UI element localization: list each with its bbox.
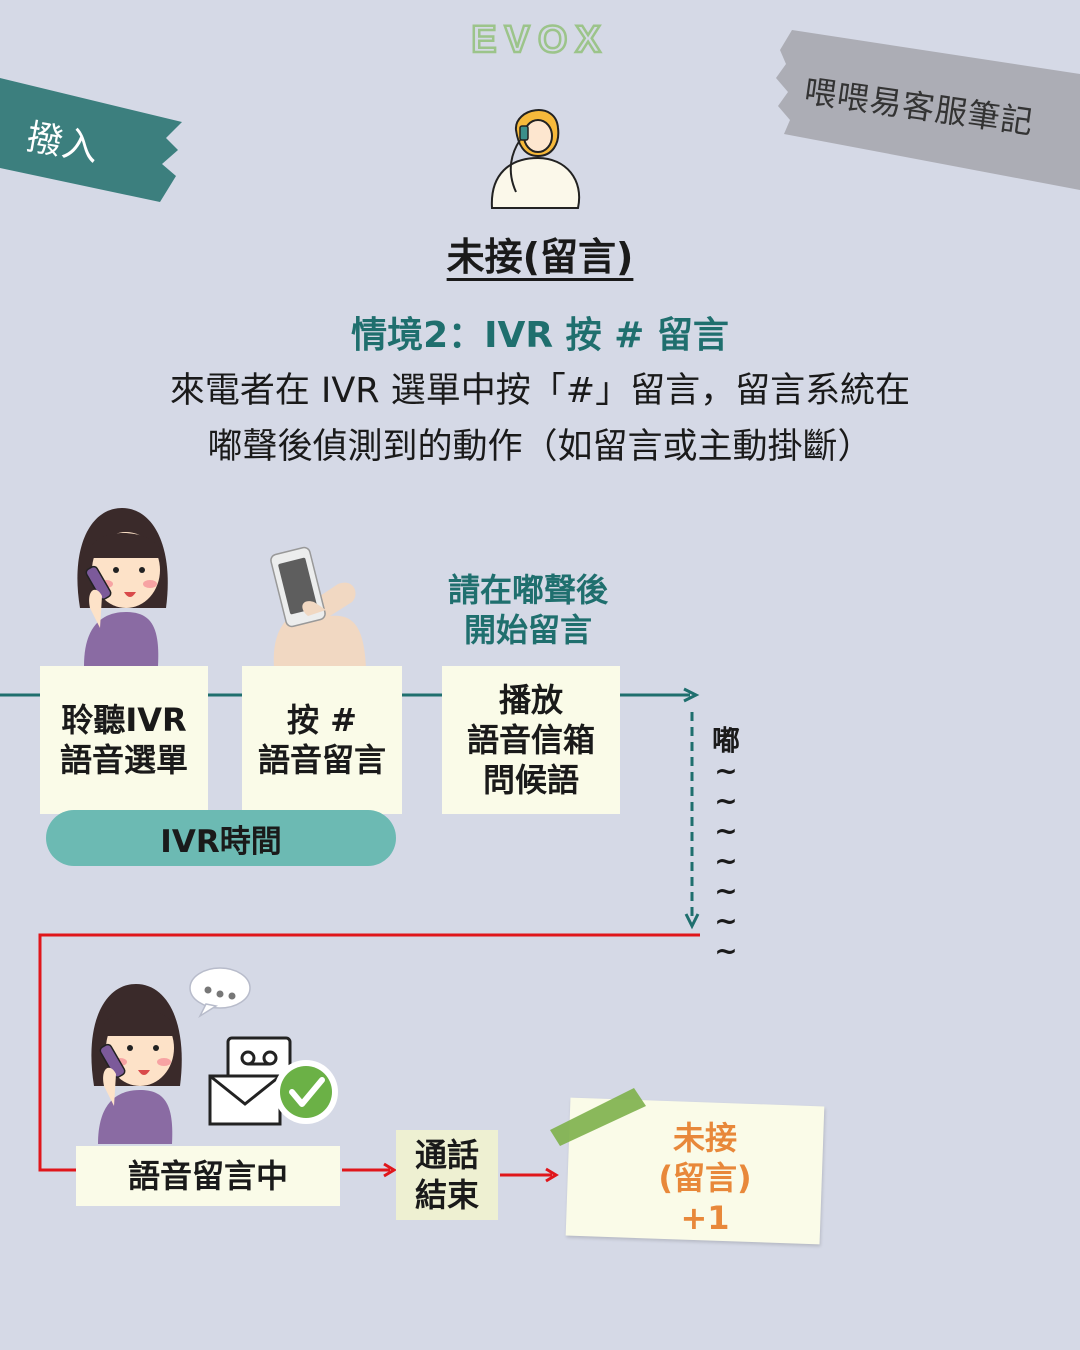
logo-text: EVOX	[471, 22, 609, 58]
recording-woman-icon	[91, 984, 182, 1144]
ivr-flow-arrowhead	[683, 687, 700, 703]
hand-phone-icon	[270, 546, 366, 668]
step-play-greeting: 播放 語音信箱 問候語	[442, 666, 620, 814]
beep-sound-label: 嘟 ~ ~ ~ ~ ~ ~ ~	[711, 724, 740, 967]
page-title: 未接(留言)	[446, 235, 634, 279]
description-line-1: 來電者在 IVR 選單中按「#」留言，留言系統在	[169, 371, 911, 411]
series-tape	[776, 30, 1080, 190]
step-press-hash: 按 # 語音留言	[242, 666, 402, 814]
beep-wait-arrowhead	[684, 913, 700, 930]
arrow-to-outcome-head	[545, 1167, 559, 1183]
scenario-heading: 情境2：IVR 按 # 留言	[351, 315, 729, 356]
direction-tag	[0, 78, 182, 202]
woman-on-phone-icon	[490, 109, 581, 209]
call-end-box: 通話 結束	[396, 1130, 498, 1220]
caller-woman-icon	[77, 508, 168, 666]
evox-logo: EVOX	[470, 22, 609, 58]
step-listen-ivr: 聆聽IVR 語音選單	[40, 666, 208, 814]
description-line-2: 嘟聲後偵測到的動作（如留言或主動掛斷）	[207, 427, 873, 467]
recording-in-progress-box: 語音留言中	[76, 1146, 340, 1206]
recording-flow-line	[38, 933, 700, 1172]
arrow-to-call-end-head	[383, 1162, 397, 1178]
ivr-time-pill: IVR時間	[46, 810, 396, 866]
voicemail-received-icon	[208, 1036, 338, 1126]
outcome-label: 未接 (留言) +1	[658, 1119, 752, 1237]
beep-prompt-label: 請在嘟聲後 開始留言	[447, 571, 608, 649]
speech-bubble-icon	[189, 967, 251, 1018]
note-tape	[550, 1088, 646, 1146]
